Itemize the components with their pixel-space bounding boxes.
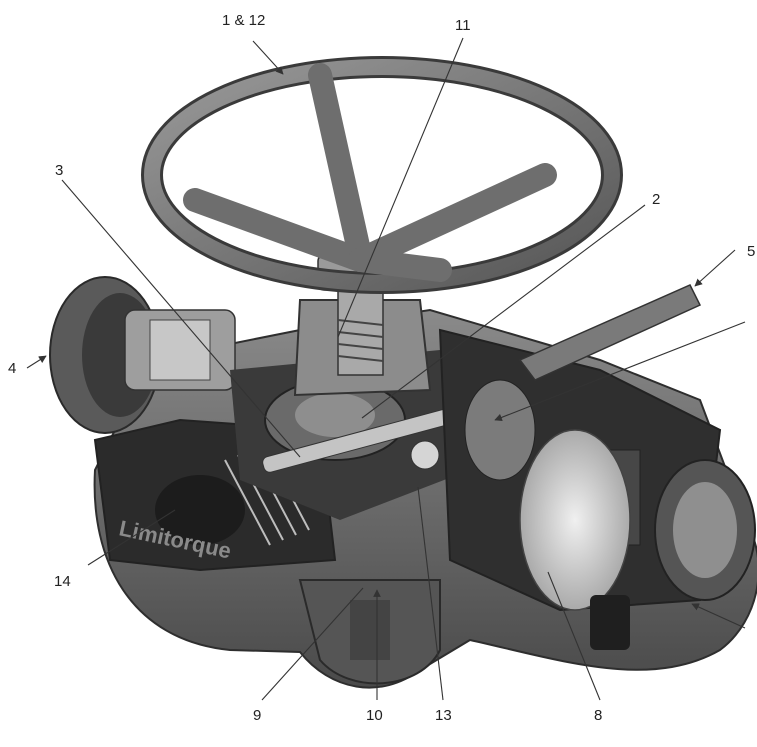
leader-9 [261,587,364,701]
callout-14: 14 [54,573,71,590]
handwheel [141,56,623,294]
callout-11: 11 [455,17,471,34]
leader-13 [417,486,444,701]
leader-2 [361,204,646,419]
handwheel-spokes [183,63,557,282]
leader-lines [26,37,746,701]
stem-spring [337,319,384,362]
leader-4 [26,355,47,369]
selector-switch [590,595,630,650]
declutch-lever [518,284,702,381]
leader-5 [694,249,736,287]
leader-6 [494,321,746,422]
coupling [410,440,440,470]
leader-3 [61,179,301,458]
callout-1-12: 1 & 12 [222,12,265,29]
compartment-cover-cavity [155,475,245,545]
callout-9: 9 [253,707,261,724]
leader-1-12 [252,40,284,75]
position-indicator-disc [519,429,631,611]
leader-8 [547,571,601,701]
leader-14 [87,509,176,566]
actuator-illustration: Limitorque [49,56,757,689]
callout-4: 4 [8,360,16,377]
callout-8: 8 [594,707,602,724]
clutch-assembly [464,379,536,481]
leader-7 [691,603,746,629]
leader-11 [337,37,464,338]
callout-3: 3 [55,162,63,179]
callout-2: 2 [652,191,660,208]
callout-5: 5 [747,243,755,260]
callout-13: 13 [435,707,452,724]
output-shaft-housing [350,600,390,660]
callout-labels: 1 & 12 11 3 2 5 4 14 9 10 13 8 [8,12,755,724]
callout-10: 10 [366,707,383,724]
